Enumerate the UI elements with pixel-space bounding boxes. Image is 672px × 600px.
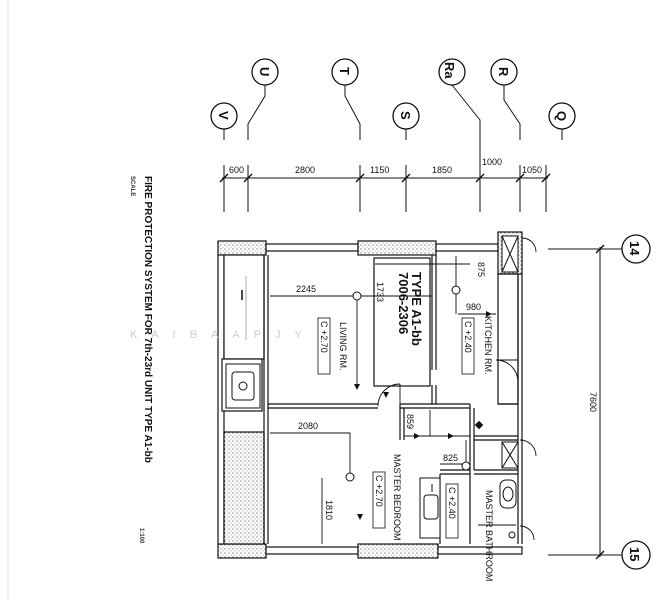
scale-value: 1:100 bbox=[138, 528, 144, 544]
dim-1850: 1850 bbox=[432, 165, 452, 175]
grid-label-s: S bbox=[398, 111, 413, 120]
room-bedroom-level: C +2.70 bbox=[374, 475, 384, 507]
dim-1050: 1050 bbox=[522, 165, 542, 175]
grid-label-ra: Ra bbox=[442, 62, 457, 79]
sprinkler-heads bbox=[345, 285, 471, 482]
room-kitchen-level: C +2.40 bbox=[463, 321, 473, 353]
room-living-level: C +2.70 bbox=[319, 321, 329, 353]
grid-label-v: V bbox=[216, 111, 231, 120]
dim-1150: 1150 bbox=[370, 165, 389, 175]
sprinkler-dim-2245: 2245 bbox=[296, 284, 316, 294]
service-marker bbox=[474, 420, 484, 430]
title-block: FIRE PROTECTION SYSTEM FOR 7th-23rd UNIT… bbox=[129, 176, 153, 544]
grid-column-labels: V U T S Ra R Q bbox=[216, 62, 569, 121]
sprinkler-dimensions: 2245 1733 875 980 2080 859 825 1810 bbox=[296, 262, 486, 520]
sprinkler-dim-825: 825 bbox=[443, 453, 458, 463]
overall-dimension-line bbox=[548, 244, 622, 560]
walls bbox=[217, 231, 523, 559]
column-dimension-line bbox=[222, 165, 548, 212]
service-shafts bbox=[501, 235, 519, 469]
bathroom-fixtures bbox=[419, 477, 517, 539]
sprinkler-dim-859: 859 bbox=[405, 414, 415, 429]
unit-type-tag: TYPE A1-bb 7006-2306 bbox=[396, 272, 424, 346]
unit-type-label: TYPE A1-bb bbox=[409, 272, 424, 346]
dim-1000: 1000 bbox=[482, 157, 502, 167]
grid-column-bubbles bbox=[210, 58, 576, 130]
grid-label-t: T bbox=[337, 67, 352, 75]
room-living-name: LIVING RM. bbox=[338, 322, 348, 371]
sprinkler-dim-980: 980 bbox=[466, 302, 481, 312]
room-kitchen-name: KITCHEN RM. bbox=[483, 316, 493, 375]
sprinkler-dim-2080: 2080 bbox=[298, 421, 318, 431]
watermark: KAIBAAPJY bbox=[130, 329, 316, 341]
grid-column-leaders bbox=[223, 84, 563, 170]
column-dimension-ticks bbox=[219, 173, 551, 183]
dim-600: 600 bbox=[229, 165, 244, 175]
room-bathroom-level: C +2.40 bbox=[447, 487, 457, 519]
dim-7600: 7600 bbox=[588, 392, 598, 412]
room-bedroom-name: MASTER BEDROOM bbox=[392, 454, 402, 541]
grid-label-r: R bbox=[496, 67, 511, 77]
sprinkler-dim-1733: 1733 bbox=[375, 282, 385, 302]
unit-range-label: 7006-2306 bbox=[396, 272, 411, 334]
sprinkler-arrows bbox=[354, 311, 492, 520]
drawing-title: FIRE PROTECTION SYSTEM FOR 7th-23rd UNIT… bbox=[142, 176, 153, 463]
dim-2800: 2800 bbox=[295, 165, 315, 175]
door-swings bbox=[377, 237, 537, 541]
grid-label-15: 15 bbox=[627, 547, 642, 561]
scale-label: SCALE bbox=[129, 176, 135, 196]
column-dimension-values: 600 2800 1150 1850 1000 1050 bbox=[229, 157, 542, 175]
room-bathroom-name: MASTER BATHROOM bbox=[484, 490, 494, 581]
grid-row-bubbles bbox=[621, 234, 651, 570]
grid-label-u: U bbox=[257, 67, 272, 76]
room-labels: LIVING RM. C +2.70 KITCHEN RM. C +2.40 M… bbox=[317, 316, 494, 581]
sprinkler-dim-1810: 1810 bbox=[324, 500, 334, 520]
unit-type-box bbox=[373, 257, 431, 387]
grid-label-q: Q bbox=[554, 111, 569, 121]
grid-label-14: 14 bbox=[627, 241, 642, 256]
sprinkler-dim-875: 875 bbox=[476, 262, 486, 277]
washer-unit bbox=[225, 363, 261, 409]
